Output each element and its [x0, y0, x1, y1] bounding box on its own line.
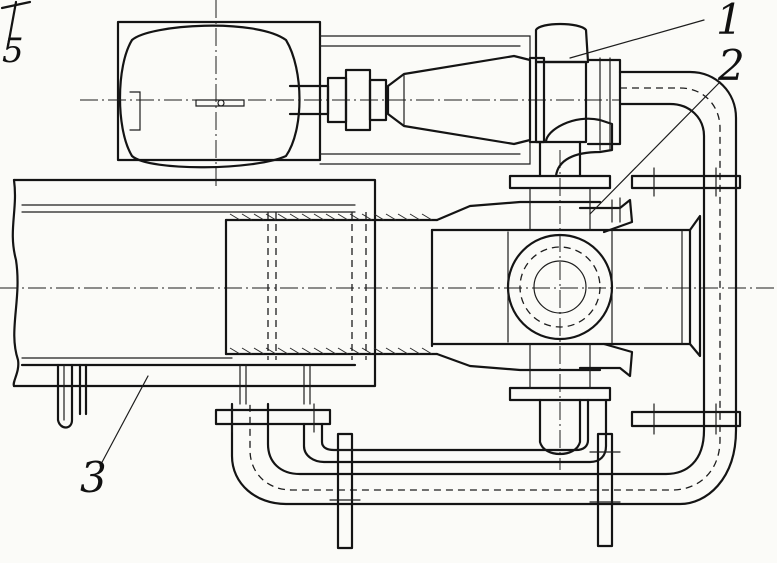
coupling — [288, 35, 531, 165]
corner-mark-text: 5 — [2, 31, 24, 71]
leader-lines — [99, 19, 721, 467]
callout-3: 3 — [80, 453, 107, 502]
chamber-flanges — [508, 174, 634, 455]
corner-mark: 5 — [0, 0, 32, 71]
duct-supports — [56, 363, 311, 429]
callout-1: 1 — [716, 0, 743, 44]
mixing-chamber — [430, 150, 702, 470]
duct-body — [0, 178, 775, 388]
pump-housing — [534, 22, 622, 178]
return-pipe — [214, 70, 742, 506]
bypass-pipe — [302, 398, 621, 550]
callout-2: 2 — [717, 41, 745, 90]
